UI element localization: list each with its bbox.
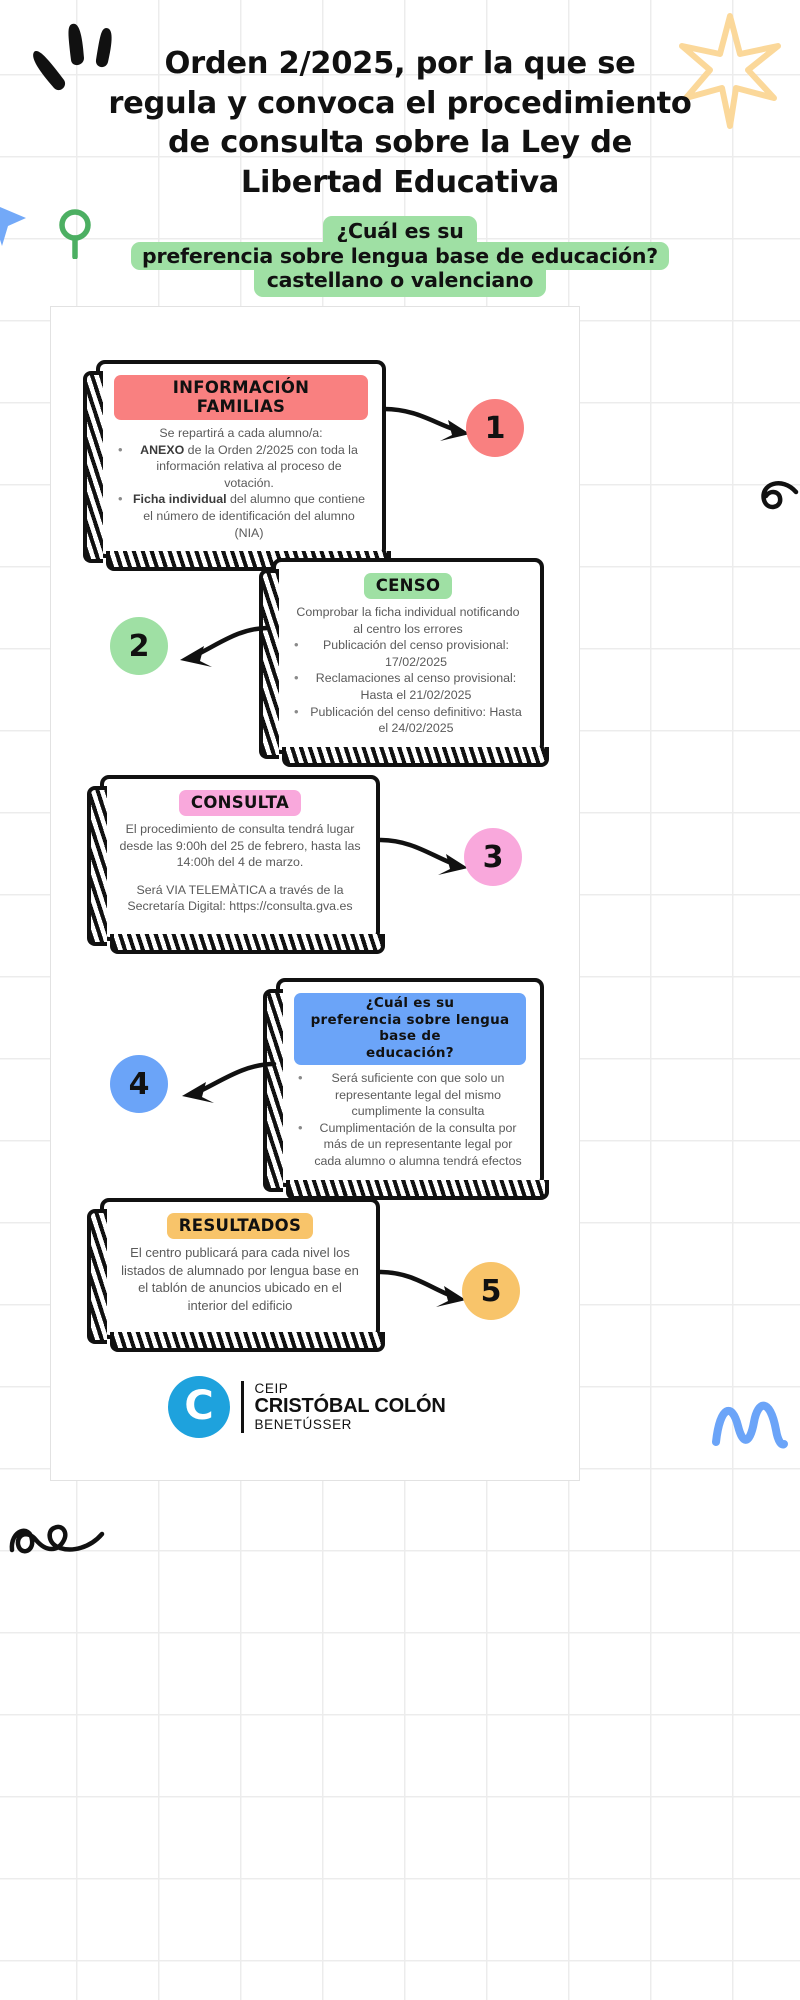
logo-line-school-name: CRISTÓBAL COLÓN <box>254 1395 446 1418</box>
step-5-body: El centro publicará para cada nivel los … <box>118 1244 362 1315</box>
step-5-paragraph: El centro publicará para cada nivel los … <box>121 1245 359 1314</box>
step-2-body: Comprobar la ficha individual notificand… <box>290 604 526 737</box>
subtitle-line: preferencia sobre lengua base de educaci… <box>131 241 669 270</box>
logo-text: CEIP CRISTÓBAL COLÓN BENETÚSSER <box>254 1380 446 1433</box>
bullet-rest: del alumno que contiene el número de ide… <box>143 492 366 540</box>
step-1-arrow <box>382 406 470 441</box>
list-item: Será suficiente con que solo un represen… <box>294 1069 526 1120</box>
list-item: Publicación del censo provisional: 17/02… <box>290 636 526 670</box>
step-4-badge: ¿Cuál es su preferencia sobre lengua bas… <box>294 993 526 1065</box>
step-4-badge-line: ¿Cuál es su <box>365 995 455 1011</box>
step-3-number-circle: 3 <box>464 828 522 886</box>
step-4-number: 4 <box>128 1066 150 1102</box>
step-2-number: 2 <box>128 628 150 664</box>
step-1-card: INFORMACIÓN FAMILIAS Se repartirá a cada… <box>83 360 391 572</box>
step-3-arrow <box>378 837 468 875</box>
page-title-line: regula y convoca el procedimiento <box>108 85 692 121</box>
step-4: ¿Cuál es su preferencia sobre lengua bas… <box>263 978 549 1200</box>
page-title: Orden 2/2025, por la que se regula y con… <box>0 44 800 203</box>
step-2-lead: Comprobar la ficha individual notificand… <box>296 605 520 636</box>
logo-divider <box>241 1381 244 1433</box>
step-4-card: ¿Cuál es su preferencia sobre lengua bas… <box>263 978 549 1200</box>
page-title-line: Orden 2/2025, por la que se <box>164 46 636 81</box>
step-2: CENSO Comprobar la ficha individual noti… <box>259 558 549 767</box>
step-4-arrow <box>182 1061 277 1103</box>
step-5-number-circle: 5 <box>462 1262 520 1320</box>
step-3-paragraph: Será VIA TELEMÀTICA a través de la Secre… <box>127 882 353 914</box>
page-title-line: Libertad Educativa <box>240 164 560 200</box>
step-5-card: RESULTADOS El centro publicará para cada… <box>87 1198 385 1352</box>
step-4-badge-line: preferencia sobre lengua base de <box>310 1011 510 1045</box>
step-4-number-circle: 4 <box>110 1055 168 1113</box>
logo-letter: C <box>184 1382 214 1429</box>
school-logo-icon: C <box>168 1376 230 1438</box>
list-item: Ficha individual del alumno que contiene… <box>114 490 368 541</box>
step-3-body: El procedimiento de consulta tendrá luga… <box>118 821 362 915</box>
step-2-arrow <box>180 625 271 667</box>
step-1-badge: INFORMACIÓN FAMILIAS <box>114 375 368 420</box>
step-1-number: 1 <box>484 410 506 446</box>
step-5: RESULTADOS El centro publicará para cada… <box>87 1198 385 1352</box>
step-3-badge: CONSULTA <box>178 790 302 816</box>
subtitle-line: ¿Cuál es su <box>323 215 477 245</box>
step-2-number-circle: 2 <box>110 617 168 675</box>
subtitle-banner: ¿Cuál es su preferencia sobre lengua bas… <box>0 215 800 297</box>
page-title-line: de consulta sobre la Ley de <box>168 125 632 161</box>
step-2-card: CENSO Comprobar la ficha individual noti… <box>259 558 549 767</box>
step-1-body: Se repartirá a cada alumno/a: ANEXO de l… <box>114 425 368 541</box>
logo-line-town: BENETÚSSER <box>254 1416 353 1432</box>
subtitle-line: castellano o valenciano <box>253 266 547 297</box>
step-1: INFORMACIÓN FAMILIAS Se repartirá a cada… <box>83 360 391 572</box>
logo-line-ceip: CEIP <box>254 1380 289 1396</box>
bullet-strong: Ficha individual <box>132 492 227 507</box>
step-4-body: Será suficiente con que solo un represen… <box>294 1069 526 1170</box>
step-5-arrow <box>378 1269 466 1307</box>
step-1-bullet-list: ANEXO de la Orden 2/2025 con toda la inf… <box>114 441 368 542</box>
step-4-bullet-list: Será suficiente con que solo un represen… <box>294 1069 526 1170</box>
list-item: Cumplimentación de la consulta por más d… <box>294 1119 526 1170</box>
step-3-number: 3 <box>482 839 504 875</box>
step-3-card: CONSULTA El procedimiento de consulta te… <box>87 775 385 955</box>
list-item: Reclamaciones al censo provisional: Hast… <box>290 669 526 703</box>
paragraph-gap <box>118 871 362 882</box>
header: Orden 2/2025, por la que se regula y con… <box>0 44 800 297</box>
step-4-badge-line: educación? <box>366 1045 454 1062</box>
step-5-badge: RESULTADOS <box>166 1213 314 1239</box>
bullet-rest: de la Orden 2/2025 con toda la informaci… <box>156 442 358 490</box>
list-item: ANEXO de la Orden 2/2025 con toda la inf… <box>114 441 368 492</box>
bullet-strong: ANEXO <box>140 442 185 457</box>
step-2-badge: CENSO <box>363 573 453 599</box>
step-1-number-circle: 1 <box>466 399 524 457</box>
step-5-number: 5 <box>480 1273 502 1309</box>
step-3-paragraph: El procedimiento de consulta tendrá luga… <box>119 822 361 870</box>
step-1-lead: Se repartirá a cada alumno/a: <box>159 426 323 440</box>
footer-logo: C CEIP CRISTÓBAL COLÓN BENETÚSSER <box>168 1376 446 1438</box>
step-2-bullet-list: Publicación del censo provisional: 17/02… <box>290 636 526 737</box>
step-3: CONSULTA El procedimiento de consulta te… <box>87 775 385 955</box>
list-item: Publicación del censo definitivo: Hasta … <box>290 703 526 737</box>
